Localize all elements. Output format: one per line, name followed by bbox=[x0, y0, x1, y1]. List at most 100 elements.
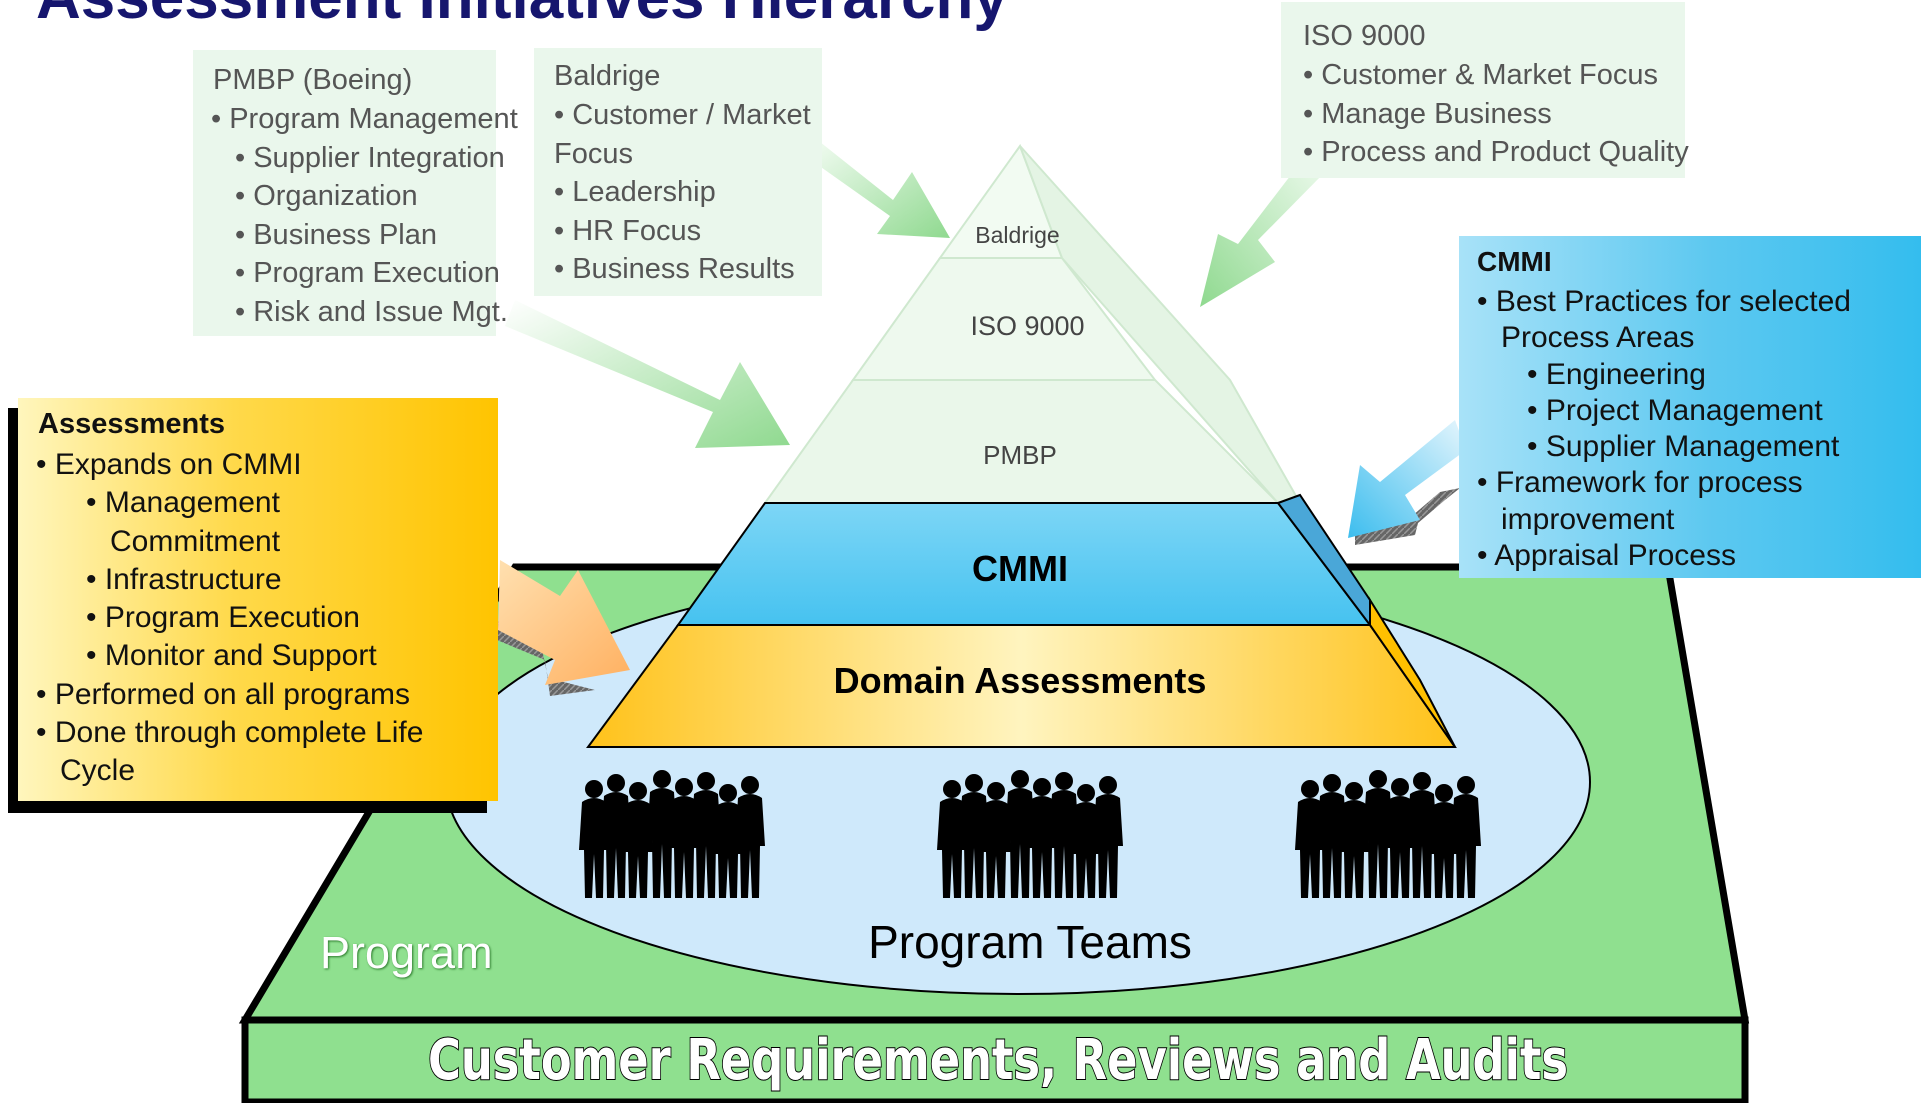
person-body bbox=[601, 792, 631, 898]
person-body bbox=[647, 788, 677, 898]
person-head bbox=[1369, 770, 1387, 788]
person-body bbox=[1451, 794, 1481, 898]
arrow-cmmi-shadow bbox=[1355, 488, 1460, 545]
pyramid-label-pmbp: PMBP bbox=[983, 440, 1057, 470]
person-head bbox=[629, 782, 647, 800]
list-item: • Project Management bbox=[1527, 393, 1823, 427]
list-item: • Program Execution bbox=[86, 601, 360, 635]
assessments-box-list: • Expands on CMMI • Management Commitmen… bbox=[36, 446, 423, 791]
person-body bbox=[1363, 788, 1393, 898]
person-body bbox=[1027, 796, 1057, 898]
program-label: Program bbox=[320, 927, 493, 978]
iso-box: ISO 9000 Customer & Market Focus Manage … bbox=[1281, 2, 1689, 178]
program-teams-label: Program Teams bbox=[868, 916, 1192, 968]
baldrige-box-list: Customer / Market Focus Leadership HR Fo… bbox=[554, 96, 811, 289]
person-body bbox=[735, 794, 765, 898]
person-head bbox=[607, 774, 625, 792]
person-head bbox=[1435, 784, 1453, 802]
person-body bbox=[937, 798, 967, 898]
person-body bbox=[1049, 790, 1079, 898]
person-body bbox=[981, 800, 1011, 898]
iso-box-heading: ISO 9000 bbox=[1303, 20, 1426, 52]
person-body bbox=[1071, 802, 1101, 898]
list-item: Process and Product Quality bbox=[1303, 133, 1689, 172]
cmmi-box-heading: CMMI bbox=[1477, 246, 1552, 277]
list-item: • Framework for process bbox=[1477, 466, 1803, 500]
person-head bbox=[1323, 774, 1341, 792]
baldrige-box: Baldrige Customer / Market Focus Leaders… bbox=[534, 48, 822, 296]
arrow-baldrige-to-pyramid bbox=[818, 142, 950, 238]
platform-front bbox=[241, 1016, 1749, 1103]
person-head bbox=[653, 770, 671, 788]
pyramid-label-baldrige: Baldrige bbox=[975, 222, 1060, 248]
footer-banner-text: Customer Requirements, Reviews and Audit… bbox=[427, 1027, 1569, 1094]
person-body bbox=[691, 790, 721, 898]
pmbp-box-heading: PMBP (Boeing) bbox=[213, 64, 413, 96]
person-head bbox=[1413, 772, 1431, 790]
list-item: Customer / Market bbox=[554, 96, 811, 135]
person-head bbox=[1055, 772, 1073, 790]
list-item: Leadership bbox=[554, 173, 811, 212]
list-item: • Management bbox=[86, 486, 280, 520]
pyramid-domain-side bbox=[1369, 596, 1456, 748]
person-head bbox=[719, 784, 737, 802]
list-item: HR Focus bbox=[554, 212, 811, 251]
person-body bbox=[1429, 802, 1459, 898]
list-item: • Supplier Management bbox=[1527, 430, 1840, 464]
person-body bbox=[713, 802, 743, 898]
assessments-box-heading: Assessments bbox=[38, 408, 225, 440]
arrow-assessments-to-pyramid bbox=[498, 560, 630, 685]
cmmi-box: CMMI • Best Practices for selected Proce… bbox=[1459, 236, 1921, 578]
person-head bbox=[987, 782, 1005, 800]
list-item: • Done through complete Life bbox=[36, 716, 424, 750]
person-body bbox=[623, 800, 653, 898]
list-item: Cycle bbox=[60, 754, 136, 788]
list-item: • Performed on all programs bbox=[36, 677, 410, 711]
person-body bbox=[579, 798, 609, 898]
list-item: Customer & Market Focus bbox=[1303, 56, 1689, 95]
baldrige-box-heading: Baldrige bbox=[554, 60, 661, 92]
list-item: Manage Business bbox=[1303, 95, 1689, 134]
pyramid-label-cmmi: CMMI bbox=[972, 548, 1068, 589]
pyramid-label-iso: ISO 9000 bbox=[970, 311, 1085, 341]
people-group-center bbox=[937, 770, 1123, 898]
pmbp-box-list: Program Management Supplier Integration … bbox=[211, 100, 518, 331]
list-item: • Appraisal Process bbox=[1477, 539, 1736, 573]
person-head bbox=[1457, 776, 1475, 794]
cmmi-box-list: • Best Practices for selected Process Ar… bbox=[1477, 284, 1851, 574]
list-item: • Infrastructure bbox=[86, 562, 282, 596]
person-head bbox=[675, 778, 693, 796]
list-item: improvement bbox=[1501, 502, 1675, 536]
pmbp-box: PMBP (Boeing) Program Management Supplie… bbox=[193, 50, 518, 336]
person-body bbox=[1407, 790, 1437, 898]
assessments-box: Assessments • Expands on CMMI • Manageme… bbox=[18, 398, 498, 801]
list-item: Commitment bbox=[110, 524, 281, 558]
list-item: Business Plan bbox=[211, 216, 518, 255]
person-head bbox=[1099, 776, 1117, 794]
person-body bbox=[1295, 798, 1325, 898]
list-item: Supplier Integration bbox=[211, 139, 518, 178]
person-head bbox=[1033, 778, 1051, 796]
list-item: Organization bbox=[211, 177, 518, 216]
person-head bbox=[1391, 778, 1409, 796]
list-item: Risk and Issue Mgt. bbox=[211, 293, 518, 332]
list-item: Business Results bbox=[554, 250, 811, 289]
person-body bbox=[1385, 796, 1415, 898]
person-head bbox=[1077, 784, 1095, 802]
person-body bbox=[1339, 800, 1369, 898]
arrow-cmmi-to-pyramid bbox=[1348, 420, 1466, 538]
pyramid-label-domain: Domain Assessments bbox=[833, 660, 1207, 701]
list-item: Process Areas bbox=[1501, 321, 1695, 355]
person-head bbox=[1345, 782, 1363, 800]
iso-box-list: Customer & Market Focus Manage Business … bbox=[1303, 56, 1689, 172]
person-head bbox=[741, 776, 759, 794]
people-group-left bbox=[579, 770, 765, 898]
list-item: • Monitor and Support bbox=[86, 639, 377, 673]
person-body bbox=[959, 792, 989, 898]
person-body bbox=[1317, 792, 1347, 898]
person-head bbox=[697, 772, 715, 790]
person-body bbox=[669, 796, 699, 898]
person-head bbox=[1011, 770, 1029, 788]
